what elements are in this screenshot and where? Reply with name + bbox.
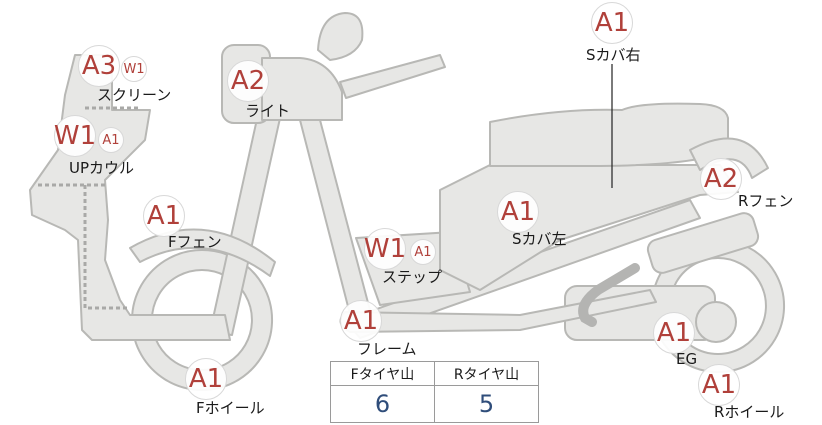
- screen-badge-2: W1: [121, 56, 147, 82]
- cowl-vertical-guide-line: [83, 185, 128, 310]
- f-wheel-label: Fホイール: [196, 399, 265, 417]
- seat-shape: [489, 102, 729, 167]
- engine-badge-1: A1: [653, 312, 695, 354]
- engine-label: EG: [676, 350, 698, 368]
- r-fender-badge-1: A2: [700, 158, 742, 200]
- r-wheel-label: Rホイール: [714, 403, 785, 421]
- frame-badge-1: A1: [340, 300, 382, 342]
- handlebar-shape: [339, 54, 446, 99]
- front-fender-shape: [129, 228, 276, 277]
- f-fender-label: Fフェン: [168, 233, 222, 251]
- r-fender-label: Rフェン: [738, 192, 794, 210]
- s-cover-right-label: Sカバ右: [586, 46, 641, 64]
- shock-shape: [646, 212, 760, 274]
- rear-tread-header: Rタイヤ山: [434, 361, 539, 386]
- front-tread-value: 6: [330, 385, 435, 423]
- frame-label: フレーム: [357, 340, 417, 358]
- headlight-housing-shape: [261, 57, 343, 121]
- up-cowl-badge-2: A1: [98, 127, 124, 153]
- rear-tread-value: 5: [434, 385, 539, 423]
- screen-badge-1: A3: [78, 45, 120, 87]
- tire-tread-table: Fタイヤ山 Rタイヤ山 6 5: [330, 361, 539, 423]
- step-badge-1: W1: [364, 228, 406, 270]
- up-cowl-label: UPカウル: [69, 159, 135, 177]
- step-label: ステップ: [382, 268, 443, 286]
- mirror-shape: [317, 12, 364, 61]
- screen-label: スクリーン: [97, 86, 172, 104]
- f-fender-badge-1: A1: [143, 195, 185, 237]
- step-badge-2: A1: [410, 239, 436, 265]
- exhaust-pipe-shape: [578, 263, 640, 327]
- s-cover-right-badge-1: A1: [591, 2, 633, 44]
- light-badge-1: A2: [227, 60, 269, 102]
- down-frame-shape: [299, 119, 373, 323]
- f-wheel-badge-1: A1: [185, 358, 227, 400]
- s-cover-left-label: Sカバ左: [512, 230, 567, 248]
- light-label: ライト: [245, 102, 291, 120]
- front-tread-header: Fタイヤ山: [330, 361, 435, 386]
- r-wheel-badge-1: A1: [698, 364, 740, 406]
- rear-hub-shape: [695, 301, 737, 343]
- up-cowl-badge-1: W1: [54, 115, 96, 157]
- s-cover-left-badge-1: A1: [497, 191, 539, 233]
